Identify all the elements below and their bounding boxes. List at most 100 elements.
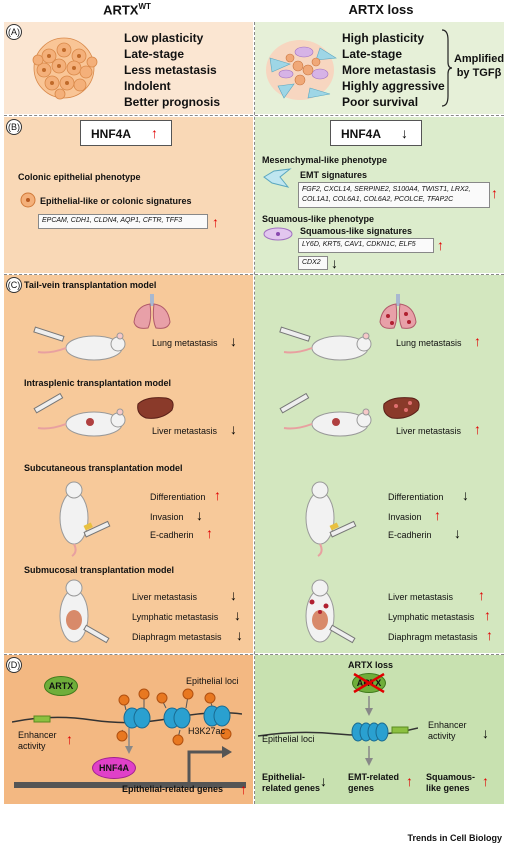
journal-credit: Trends in Cell Biology bbox=[407, 833, 502, 843]
up-arrow-icon: ↑ bbox=[486, 627, 493, 643]
epithelial-genes: EPCAM, CDH1, CLDN4, AQP1, CFTR, TFF3 bbox=[38, 214, 208, 229]
mouse-syringe-icon bbox=[33, 326, 126, 361]
mesenchymal-cell-icon bbox=[263, 168, 292, 188]
up-arrow-icon: ↑ bbox=[206, 525, 213, 541]
liver-metastasis-icon bbox=[383, 397, 420, 419]
lymphatic-metastasis-label: Lymphatic metastasis bbox=[132, 612, 219, 622]
tumor-cluster-loss-icon bbox=[266, 40, 337, 100]
up-arrow-icon: ↑ bbox=[214, 487, 221, 503]
down-arrow-icon: ↓ bbox=[234, 607, 241, 623]
submucosal-model: Submucosal transplantation model bbox=[24, 565, 175, 575]
mouse-syringe-icon bbox=[33, 392, 126, 437]
down-arrow-icon bbox=[365, 746, 373, 766]
brace-icon bbox=[441, 29, 452, 107]
up-arrow-icon: ↑ bbox=[474, 421, 481, 437]
up-arrow-icon: ↑ bbox=[437, 237, 444, 253]
down-arrow-icon: ↓ bbox=[196, 507, 203, 523]
down-arrow-icon: ↓ bbox=[401, 125, 408, 141]
down-arrow-icon bbox=[365, 696, 373, 716]
e-cadherin-label: E-cadherin bbox=[388, 530, 432, 540]
mouse-top-icon bbox=[59, 579, 110, 644]
invasion-label: Invasion bbox=[388, 512, 422, 522]
panel-d-label: (D) bbox=[6, 657, 22, 673]
up-arrow-icon: ↑ bbox=[151, 125, 158, 141]
gene-track bbox=[14, 746, 246, 788]
emt-signatures: EMT signatures bbox=[300, 170, 368, 180]
artx-pill: ARTX bbox=[44, 676, 78, 696]
lung-metastasis-label: Lung metastasis bbox=[152, 338, 218, 348]
up-arrow-icon: ↑ bbox=[434, 507, 441, 523]
down-arrow-icon: ↓ bbox=[320, 773, 327, 789]
colonic-phenotype: Colonic epithelial phenotype bbox=[18, 172, 141, 182]
up-arrow-icon: ↑ bbox=[212, 214, 219, 230]
mouse-top-icon bbox=[305, 481, 357, 557]
lung-metastasis-icon bbox=[379, 294, 417, 329]
panel-c-left bbox=[4, 275, 253, 653]
down-arrow-icon: ↓ bbox=[230, 587, 237, 603]
panel-c-label: (C) bbox=[6, 277, 22, 293]
up-arrow-icon: ↑ bbox=[474, 333, 481, 349]
wt-features-list: Low plasticity Late-stage Less metastasi… bbox=[124, 31, 221, 109]
lymphatic-metastasis-label: Lymphatic metastasis bbox=[388, 612, 475, 622]
mouse-top-icon bbox=[305, 579, 356, 644]
up-arrow-icon: ↑ bbox=[491, 185, 498, 201]
epithelial-cell-icon bbox=[20, 192, 36, 208]
down-arrow-icon: ↓ bbox=[230, 421, 237, 437]
mouse-top-icon bbox=[59, 481, 111, 557]
hnf4a-box-wt: HNF4A ↑ bbox=[80, 120, 172, 146]
up-arrow-icon: ↑ bbox=[406, 773, 413, 789]
differentiation-label: Differentiation bbox=[150, 492, 206, 502]
chromatin-diagram bbox=[12, 688, 242, 746]
liver-metastasis-label: Liver metastasis bbox=[132, 592, 198, 602]
subcutaneous-model: Subcutaneous transplantation model bbox=[24, 463, 183, 473]
mouse-syringe-icon bbox=[279, 326, 372, 361]
panel-a-label: (A) bbox=[6, 24, 22, 40]
down-arrow-icon: ↓ bbox=[230, 333, 237, 349]
mouse-syringe-icon bbox=[279, 392, 372, 437]
diaphragm-metastasis-label: Diaphragm metastasis bbox=[132, 632, 222, 642]
down-arrow-icon: ↓ bbox=[331, 255, 338, 271]
loss-features-list: High plasticity Late-stage More metastas… bbox=[342, 31, 445, 109]
tail-vein-model: Tail-vein transplantation model bbox=[24, 280, 157, 290]
liver-metastasis-label: Liver metastasis bbox=[396, 426, 462, 436]
lung-icon bbox=[133, 294, 171, 329]
epithelial-related-genes-label: Epithelial-related genes bbox=[262, 772, 321, 793]
h3k27ac-label: H3K27ac bbox=[188, 726, 226, 736]
artx-crossed-icon: ARTX bbox=[350, 672, 388, 694]
tumor-cluster-wt-icon bbox=[32, 37, 98, 100]
liver-icon bbox=[137, 397, 174, 419]
down-arrow-icon: ↓ bbox=[462, 487, 469, 503]
epithelial-signatures: Epithelial-like or colonic signatures bbox=[40, 196, 192, 206]
epithelial-loci-label: Epithelial loci bbox=[262, 734, 315, 744]
hnf4a-pill: HNF4A bbox=[92, 757, 136, 779]
panel-c-right bbox=[255, 275, 504, 653]
down-arrow-icon: ↓ bbox=[454, 525, 461, 541]
up-arrow-icon: ↑ bbox=[484, 607, 491, 623]
squamous-signatures: Squamous-like signatures bbox=[300, 226, 413, 236]
mesenchymal-phenotype: Mesenchymal-like phenotype bbox=[262, 155, 388, 165]
intrasplenic-model: Intrasplenic transplantation model bbox=[24, 378, 172, 388]
down-arrow-icon: ↓ bbox=[236, 627, 243, 643]
epithelial-genes-label: Epithelial-related genes bbox=[122, 784, 224, 794]
header-artx-loss: ARTX loss bbox=[348, 2, 414, 17]
center-divider bbox=[254, 22, 255, 804]
chromatin-compact-diagram bbox=[258, 722, 418, 742]
squamous-genes: LY6D, KRT5, CAV1, CDKN1C, ELF5 bbox=[298, 238, 434, 253]
up-arrow-icon: ↑ bbox=[240, 781, 247, 797]
differentiation-label: Differentiation bbox=[388, 492, 444, 502]
emt-genes: FGF2, CXCL14, SERPINE2, S100A4, TWIST1, … bbox=[298, 182, 490, 208]
cdx2-box: CDX2 bbox=[298, 256, 328, 270]
e-cadherin-label: E-cadherin bbox=[150, 530, 194, 540]
diaphragm-metastasis-label: Diaphragm metastasis bbox=[388, 632, 478, 642]
epithelial-loci-label: Epithelial loci bbox=[186, 676, 239, 686]
liver-metastasis-label: Liver metastasis bbox=[388, 592, 454, 602]
header-artx-wt: ARTXWT bbox=[103, 2, 151, 18]
down-arrow-icon bbox=[125, 728, 133, 754]
up-arrow-icon: ↑ bbox=[482, 773, 489, 789]
lung-metastasis-label: Lung metastasis bbox=[396, 338, 462, 348]
down-arrow-icon: ↓ bbox=[482, 725, 489, 741]
hnf4a-box-loss: HNF4A ↓ bbox=[330, 120, 422, 146]
